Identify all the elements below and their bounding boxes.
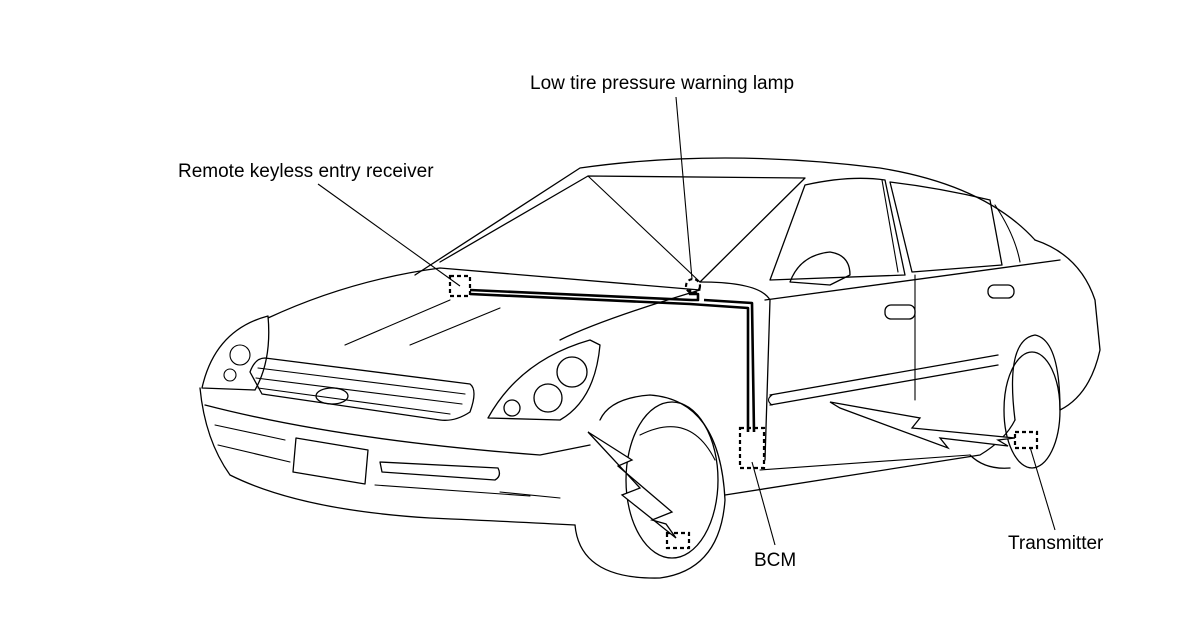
label-bcm: BCM bbox=[754, 550, 796, 571]
front-transmitter-unit bbox=[665, 531, 691, 550]
leader-line-lamp bbox=[675, 96, 693, 280]
keyless-receiver-unit bbox=[448, 274, 472, 298]
warning-lamp-unit bbox=[684, 277, 702, 295]
front-signal-bolt bbox=[587, 431, 677, 539]
leader-line-transmitter bbox=[1029, 446, 1056, 531]
bcm-unit bbox=[738, 426, 766, 470]
wiring-harness bbox=[469, 288, 756, 433]
leader-line-receiver bbox=[317, 183, 461, 287]
label-low-tire-pressure-warning-lamp: Low tire pressure warning lamp bbox=[530, 73, 794, 94]
label-remote-keyless-entry-receiver: Remote keyless entry receiver bbox=[178, 161, 434, 182]
label-transmitter: Transmitter bbox=[1008, 533, 1104, 554]
rear-transmitter-unit bbox=[1013, 430, 1039, 450]
leader-line-bcm bbox=[751, 461, 776, 546]
rear-signal-bolt bbox=[829, 401, 1016, 450]
